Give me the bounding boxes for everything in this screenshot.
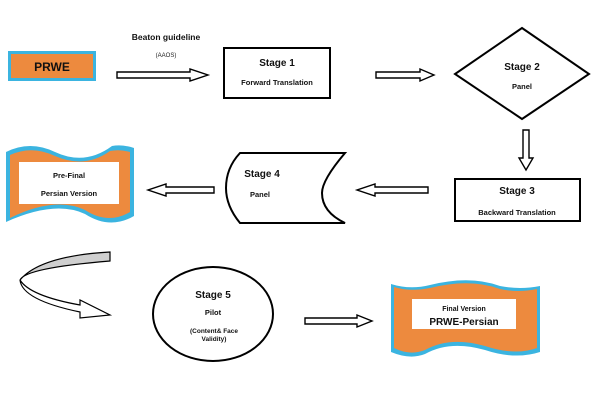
stage5-note-line2: Validity) <box>202 336 227 343</box>
prwe-label: PRWE <box>34 60 70 74</box>
stage3-box: Stage 3 Backward Translation <box>454 178 581 222</box>
final-line1: Final Version <box>442 306 486 313</box>
arrow-right-icon <box>304 313 374 329</box>
stage5-note-line1: (Content& Face <box>190 328 238 335</box>
prefinal-banner: Pre-Final Persian Version <box>6 145 134 223</box>
stage1-box: Stage 1 Forward Translation <box>223 47 331 99</box>
stage5-title: Stage 5 <box>195 290 231 301</box>
guideline-title: Beaton guideline <box>132 32 201 42</box>
arrow-left-icon <box>354 183 429 197</box>
guideline-subtitle: (AAOS) <box>156 53 177 59</box>
stage4-storage-shape: Stage 4 Panel <box>224 152 348 224</box>
prwe-source-box: PRWE <box>8 51 96 81</box>
final-banner: Final Version PRWE-Persian <box>391 280 540 357</box>
arrow-down-icon <box>517 129 535 172</box>
stage2-subtitle: Panel <box>512 82 532 91</box>
stage5-ellipse: Stage 5 Pilot (Content& Face Validity) <box>152 266 274 362</box>
stage3-title: Stage 3 <box>499 186 535 197</box>
curved-arrow-icon <box>19 251 113 319</box>
stage4-title: Stage 4 <box>244 169 280 180</box>
stage3-subtitle: Backward Translation <box>478 208 556 217</box>
prefinal-line1: Pre-Final <box>53 171 85 180</box>
stage1-subtitle: Forward Translation <box>241 78 313 87</box>
stage2-diamond: Stage 2 Panel <box>453 26 591 121</box>
stage5-subtitle: Pilot <box>205 308 222 317</box>
stage4-subtitle: Panel <box>250 190 270 199</box>
arrow-right-icon <box>375 67 436 83</box>
stage2-title: Stage 2 <box>504 62 540 73</box>
prefinal-line2: Persian Version <box>41 189 98 198</box>
arrow-right-icon <box>116 68 211 82</box>
arrow-left-icon <box>145 183 215 197</box>
final-line2: PRWE-Persian <box>429 317 498 328</box>
stage1-title: Stage 1 <box>259 58 295 69</box>
